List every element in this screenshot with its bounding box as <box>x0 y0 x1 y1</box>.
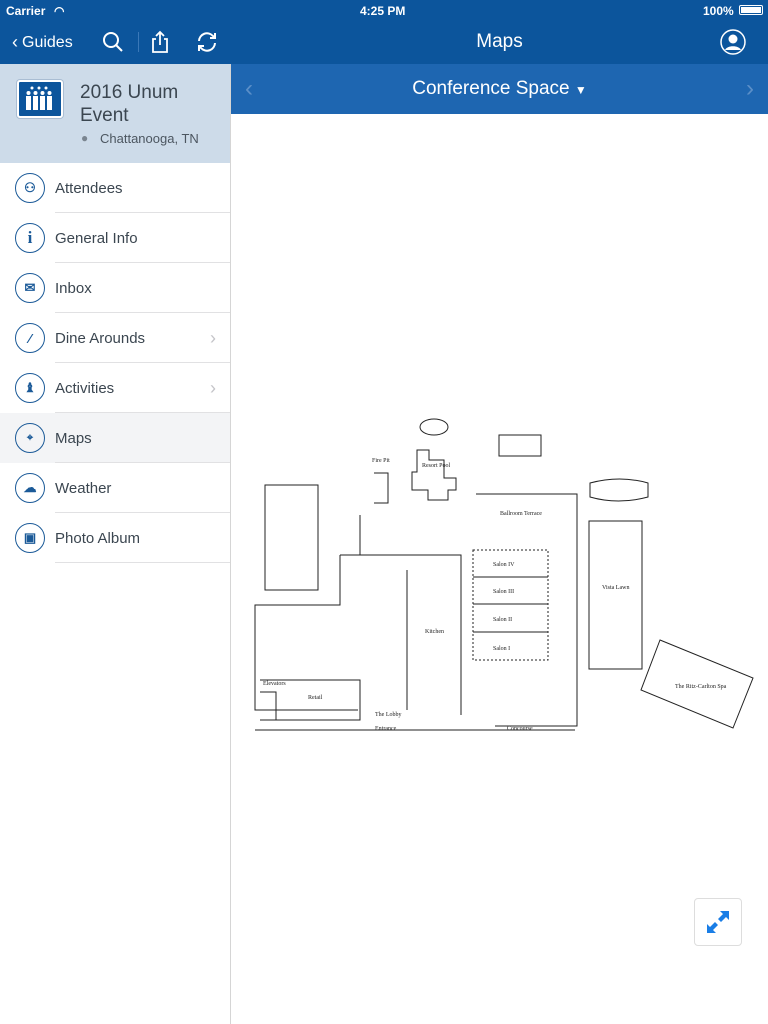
status-bar: Carrier ◠ 4:25 PM 100% <box>0 0 768 20</box>
prev-map-button[interactable]: ‹ <box>245 75 253 102</box>
chevron-right-icon: › <box>210 377 216 398</box>
location-pin-icon: ● <box>81 131 89 145</box>
sidebar-item-dine-arounds[interactable]: ∕ Dine Arounds › <box>0 313 230 363</box>
map-label: Resort Pool <box>422 463 451 469</box>
item-label: Photo Album <box>55 529 141 547</box>
battery-icon <box>739 5 763 15</box>
chevron-right-icon: › <box>210 327 216 348</box>
chevron-left-icon: ‹ <box>12 32 18 52</box>
back-label: Guides <box>22 33 73 51</box>
divider <box>138 32 139 52</box>
map-label: Kitchen <box>425 629 444 635</box>
utensils-icon: ∕ <box>15 323 45 353</box>
item-label: Maps <box>55 429 92 447</box>
event-name: 2016 Unum Event <box>80 82 179 126</box>
back-button[interactable]: ‹Guides <box>12 32 73 53</box>
refresh-icon[interactable] <box>195 30 219 54</box>
clock: 4:25 PM <box>360 4 406 18</box>
item-label: Activities <box>55 379 115 397</box>
wifi-icon: ◠ <box>54 4 65 18</box>
map-selector-bar: ‹ Conference Space ▼ › <box>231 64 768 114</box>
item-label: Dine Arounds <box>55 329 146 347</box>
fullscreen-button[interactable] <box>694 898 742 946</box>
map-label: Vista Lawn <box>602 585 629 591</box>
event-logo <box>17 80 63 118</box>
map-label: The Ritz-Carlton Spa <box>675 684 727 690</box>
carrier: Carrier <box>6 4 46 18</box>
event-header[interactable]: 2016 Unum Event ● Chattanooga, TN <box>0 64 230 163</box>
people-logo-icon <box>26 86 52 110</box>
sidebar: 2016 Unum Event ● Chattanooga, TN ⚇ Atten… <box>0 64 231 1024</box>
battery-percent: 100% <box>703 4 734 18</box>
envelope-icon: ✉ <box>15 273 45 303</box>
map-label: Salon I <box>493 646 510 652</box>
share-icon[interactable] <box>148 30 172 54</box>
map-icon: ⌖ <box>15 423 45 453</box>
next-map-button[interactable]: › <box>746 75 754 102</box>
sidebar-item-maps[interactable]: ⌖ Maps <box>0 413 230 463</box>
event-location: Chattanooga, TN <box>100 131 199 146</box>
sidebar-item-weather[interactable]: ☁ Weather <box>0 463 230 513</box>
sidebar-item-photo-album[interactable]: ▣ Photo Album <box>0 513 230 563</box>
item-label: Inbox <box>55 279 92 297</box>
map-label: Salon II <box>493 617 512 623</box>
sidebar-item-attendees[interactable]: ⚇ Attendees <box>0 163 230 213</box>
search-icon[interactable] <box>101 30 125 54</box>
item-label: Attendees <box>55 179 123 197</box>
sidebar-item-activities[interactable]: ♝ Activities › <box>0 363 230 413</box>
item-label: General Info <box>55 229 138 247</box>
floor-plan-map[interactable]: Resort Pool Fire Pit Ballroom Terrace Ki… <box>250 410 760 740</box>
info-icon: i <box>15 223 45 253</box>
map-label: Fire Pit <box>372 458 390 464</box>
map-label: Concourse <box>507 726 533 732</box>
sidebar-item-general-info[interactable]: i General Info <box>0 213 230 263</box>
map-dropdown[interactable]: Conference Space ▼ <box>231 78 768 100</box>
nav-bar: ‹Guides Maps <box>0 20 768 64</box>
map-label: Elevators <box>263 681 286 687</box>
map-label: Entrance <box>375 726 397 732</box>
page-title: Maps <box>476 31 523 52</box>
map-label: Salon III <box>493 589 514 595</box>
people-icon: ⚇ <box>15 173 45 203</box>
map-title: Conference Space <box>412 78 570 99</box>
chess-icon: ♝ <box>15 373 45 403</box>
photo-icon: ▣ <box>15 523 45 553</box>
map-label: Retail <box>308 695 323 701</box>
caret-down-icon: ▼ <box>574 83 587 97</box>
profile-icon[interactable] <box>720 29 746 55</box>
item-label: Weather <box>55 479 112 497</box>
sidebar-item-inbox[interactable]: ✉ Inbox <box>0 263 230 313</box>
map-label: Salon IV <box>493 562 515 568</box>
map-label: Ballroom Terrace <box>500 511 542 517</box>
expand-icon <box>707 911 729 933</box>
weather-icon: ☁ <box>15 473 45 503</box>
map-label: The Lobby <box>375 712 402 718</box>
